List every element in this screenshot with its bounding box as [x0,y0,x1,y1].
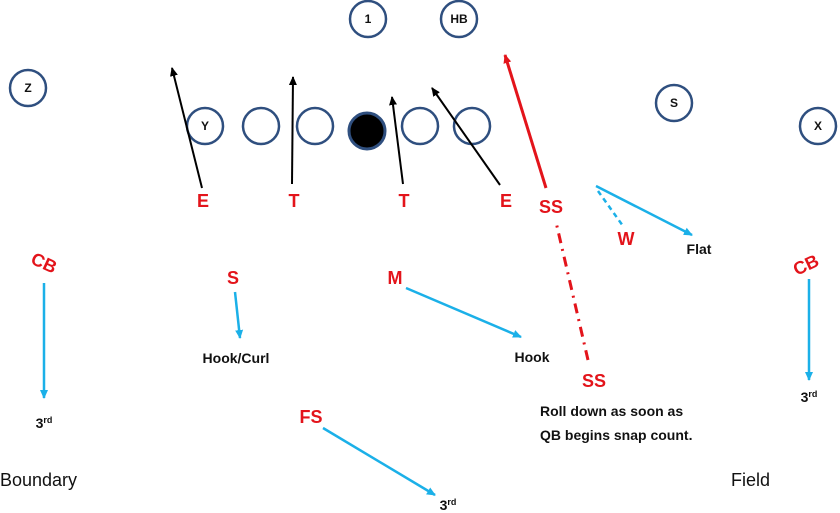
def-t-left: T [289,191,300,211]
w-flat-arrow [595,184,693,237]
def-cb-left: CB [28,248,60,277]
zone-hook: Hook [515,349,550,365]
lineman-circle [400,106,440,146]
zone-third-right: 3rd [801,389,818,405]
player-qb-label: 1 [365,12,372,26]
s-hookcurl-arrow [233,291,244,339]
player-hb-label: HB [450,12,468,26]
zone-flat: Flat [687,241,712,257]
def-w: W [618,229,635,249]
rush-arrow-t-right [389,96,404,185]
w-dashed-line [596,190,625,227]
offensive-line [241,106,492,151]
def-ss-bottom: SS [582,371,606,391]
note-line-2: QB begins snap count. [540,427,692,443]
note-line-1: Roll down as soon as [540,403,683,419]
player-x: X [798,106,838,146]
rush-arrow-e-right [431,87,501,186]
center-ball [347,111,387,151]
ss-rolldown-line [554,221,590,361]
ss-blitz-arrow [503,54,548,189]
player-z: Z [8,68,48,108]
player-x-label: X [814,119,822,133]
player-z-label: Z [24,81,31,95]
field-label: Field [731,470,770,490]
player-qb: 1 [348,0,388,39]
zone-third-deep: 3rd [440,497,457,513]
third-deep-number: 3 [440,497,448,513]
rush-arrow-t-left [288,76,297,185]
third-right-suffix: rd [808,389,817,399]
third-deep-suffix: rd [447,497,456,507]
lineman-circle [295,106,335,146]
def-s: S [227,268,239,288]
third-left-number: 3 [36,415,44,431]
def-e-right: E [500,191,512,211]
fs-deep-third-arrow [322,426,436,497]
rush-arrow-e-left [170,67,203,189]
third-right-number: 3 [801,389,809,405]
boundary-label: Boundary [0,470,77,490]
player-hb: HB [439,0,479,39]
player-s-offense: S [654,83,694,123]
def-ss-top: SS [539,197,563,217]
player-y: Y [185,106,225,146]
def-e-left: E [197,191,209,211]
zone-hook-curl: Hook/Curl [203,350,270,366]
def-fs: FS [299,407,322,427]
zone-third-left: 3rd [36,415,53,431]
lineman-circle [241,106,281,146]
def-m: M [388,268,403,288]
player-y-label: Y [201,119,209,133]
def-t-right: T [399,191,410,211]
player-s-offense-label: S [670,96,678,110]
third-left-suffix: rd [43,415,52,425]
def-cb-right: CB [790,250,822,279]
m-hook-arrow [405,286,522,339]
